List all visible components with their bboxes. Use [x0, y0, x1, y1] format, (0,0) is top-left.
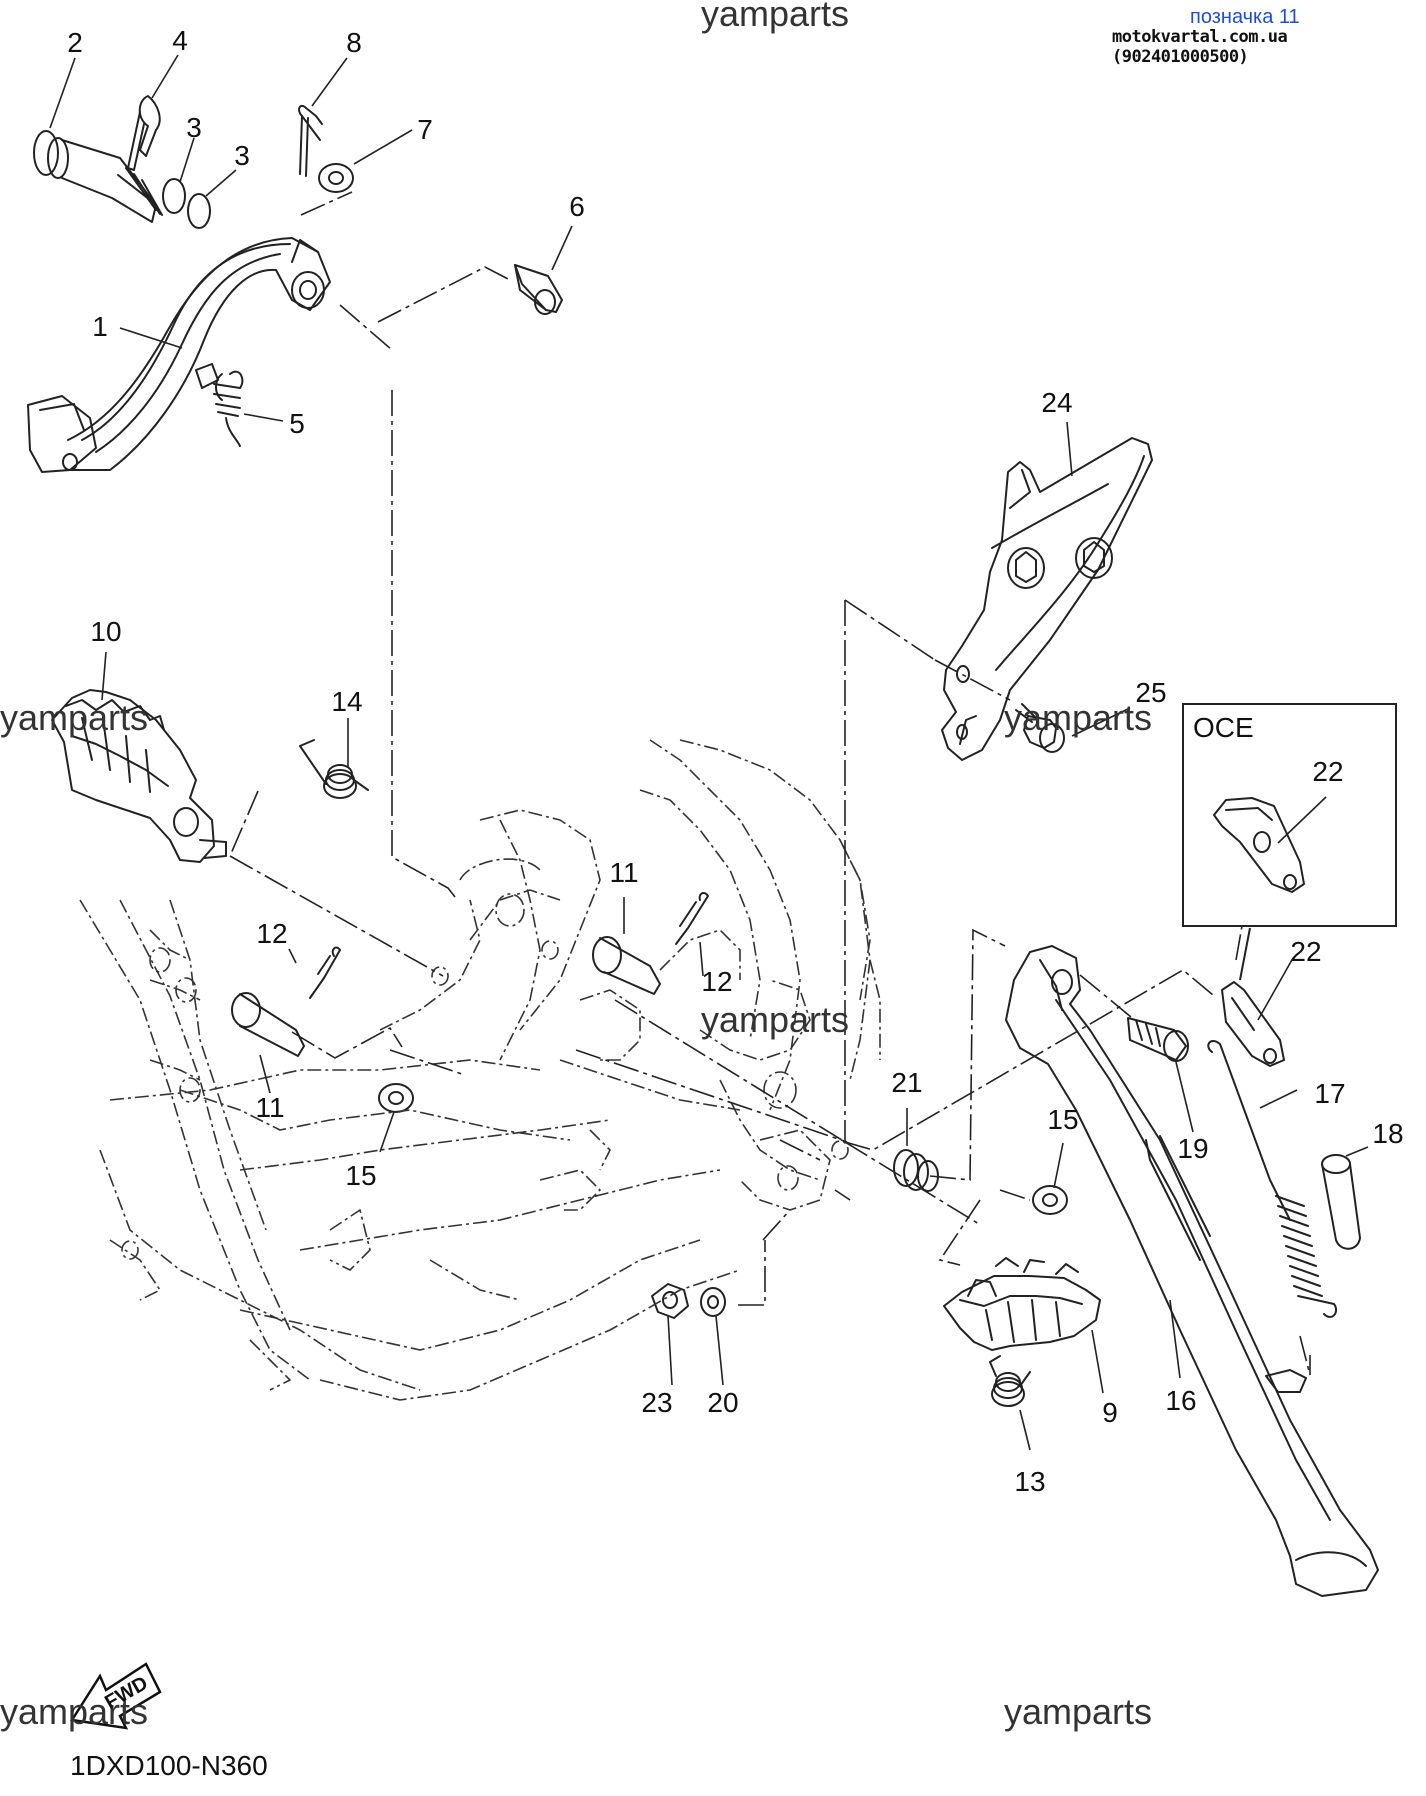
callout-20: 20 — [707, 1387, 739, 1418]
watermark: yamparts — [0, 697, 149, 738]
fwd-arrow-icon — [69, 1662, 162, 1730]
washer-part — [700, 1287, 726, 1317]
callout-3: 3 — [234, 140, 250, 171]
o-ring-part — [187, 193, 211, 229]
callout-15: 15 — [345, 1160, 377, 1191]
pivot-bolt-part — [33, 130, 163, 223]
watermark: yamparts — [701, 0, 850, 34]
frame-phantom-outline — [79, 739, 881, 1401]
callout-15: 15 — [1047, 1104, 1079, 1135]
assembly-centerlines — [229, 191, 1311, 1376]
brake-pedal-part — [27, 237, 331, 473]
callout-16: 16 — [1165, 1385, 1197, 1416]
callout-13: 13 — [1014, 1466, 1046, 1497]
return-spring-part — [213, 370, 244, 447]
callout-25: 25 — [1135, 677, 1167, 708]
callout-12: 12 — [701, 966, 733, 997]
callout-9: 9 — [1102, 1397, 1118, 1428]
callout-22-inset: 22 — [1312, 756, 1344, 787]
side-stand-part — [1005, 945, 1379, 1597]
callout-23: 23 — [641, 1387, 673, 1418]
callout-4: 4 — [172, 25, 188, 56]
stand-spring-part — [1207, 1040, 1338, 1318]
callout-2: 2 — [67, 27, 83, 58]
guard-plate-part — [941, 437, 1153, 761]
collar-part — [893, 1149, 939, 1192]
oce-inset-title: OCE — [1193, 712, 1254, 743]
callout-11: 11 — [255, 1092, 285, 1123]
stand-bolt-part — [1127, 1017, 1189, 1062]
torsion-spring-part — [299, 739, 369, 799]
inset-leader-line — [1239, 927, 1251, 981]
flange-bolt-part — [1015, 703, 1065, 753]
callout-24: 24 — [1041, 387, 1073, 418]
callout-17: 17 — [1314, 1078, 1346, 1109]
nut-part — [651, 1283, 689, 1319]
callout-1: 1 — [92, 311, 108, 342]
r-clip-part — [127, 95, 161, 171]
callout-22: 22 — [1290, 936, 1322, 967]
watermark: yamparts — [0, 1691, 149, 1732]
spring-hook-bracket-part — [1221, 981, 1285, 1067]
callout-8: 8 — [346, 27, 362, 58]
callout-12: 12 — [256, 918, 288, 949]
callout-11: 11 — [609, 857, 639, 888]
right-footrest-part — [943, 1257, 1101, 1351]
callout-19: 19 — [1177, 1133, 1209, 1164]
footrest-spring-part — [989, 1355, 1031, 1407]
oce-inset-box — [1182, 703, 1397, 927]
diagram-code: 1DXD100-N360 — [70, 1750, 268, 1781]
washer-part — [318, 163, 354, 193]
callout-18: 18 — [1372, 1118, 1404, 1149]
watermark: yamparts — [701, 999, 850, 1040]
header-site: motokvartal.com.ua (902401000500) — [1112, 27, 1288, 67]
callout-6: 6 — [569, 191, 585, 222]
cotter-pin-part — [309, 946, 341, 999]
callout-5: 5 — [289, 408, 305, 439]
cotter-pin-part — [675, 892, 709, 945]
spring-hook-bracket-inset-part — [1213, 797, 1305, 893]
clevis-pin-part — [514, 264, 563, 315]
watermark: yamparts — [1004, 1691, 1153, 1732]
washer-part — [1032, 1185, 1068, 1215]
header-tag: позначка 11 — [1190, 6, 1300, 28]
callout-10: 10 — [90, 616, 122, 647]
spring-sleeve-part — [1321, 1154, 1361, 1250]
leader-lines — [49, 54, 1369, 1451]
o-ring-part — [162, 178, 186, 214]
left-footrest-part — [51, 689, 227, 863]
callout-21: 21 — [891, 1067, 923, 1098]
callout-14: 14 — [331, 686, 363, 717]
washer-part — [378, 1083, 414, 1113]
callout-3: 3 — [186, 112, 202, 143]
footrest-pin-part — [592, 936, 661, 995]
watermark: yamparts — [1004, 697, 1153, 738]
cotter-pin-part — [298, 104, 323, 177]
callout-7: 7 — [417, 114, 433, 145]
footrest-pin-part — [231, 992, 305, 1057]
